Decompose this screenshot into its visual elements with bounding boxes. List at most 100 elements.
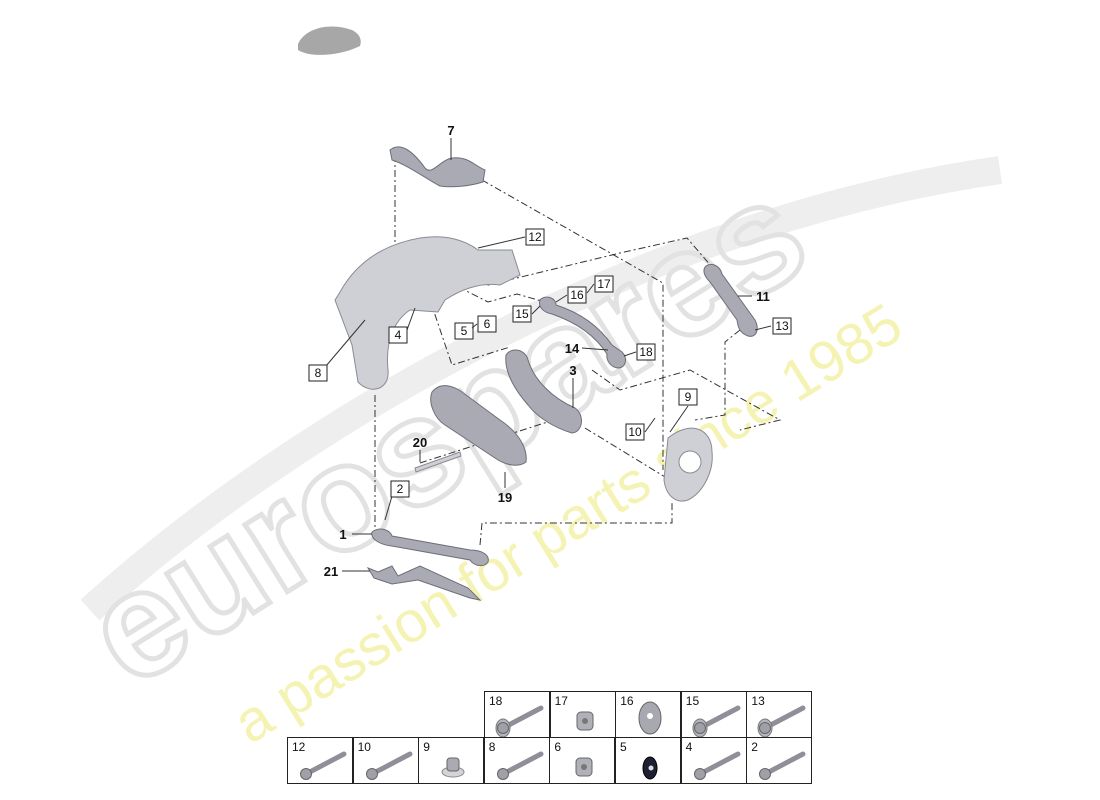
parts-table-cell-17: 17 — [549, 691, 616, 738]
callout-2: 2 — [397, 482, 404, 496]
bolt-with-washer-icon — [757, 705, 806, 738]
callout-19: 19 — [498, 490, 512, 505]
parts-table-cell-18: 18 — [484, 691, 550, 738]
callout-20: 20 — [413, 435, 427, 450]
leader-line — [419, 417, 561, 464]
black-washer-icon — [642, 756, 658, 780]
parts-table-cell-9: 9 — [418, 737, 485, 784]
part-number: 12 — [292, 740, 306, 754]
bolt-20 — [414, 451, 462, 473]
control-arm-11 — [703, 263, 758, 337]
callout-15: 15 — [515, 307, 529, 321]
leader-line — [429, 299, 511, 366]
leader-line — [479, 500, 673, 546]
bolt-icon — [365, 751, 413, 780]
hub-bore — [678, 450, 702, 474]
callout-box — [625, 423, 645, 441]
parts-table-cell-5: 5 — [615, 737, 681, 784]
part-number: 8 — [488, 740, 496, 754]
callout-8: 8 — [315, 366, 322, 380]
parts-table-cell-6: 6 — [549, 737, 616, 784]
part-number: 13 — [751, 694, 765, 708]
nut-icon — [576, 711, 594, 731]
lower-control-arm-1 — [371, 528, 489, 567]
parts-table-cell-15: 15 — [680, 691, 747, 738]
callout-3: 3 — [569, 363, 576, 378]
callout-box — [678, 388, 698, 406]
leader-line — [555, 294, 568, 303]
part-number: 6 — [554, 740, 562, 754]
parts-table-cell-12: 12 — [287, 737, 353, 784]
part-number: 16 — [620, 694, 634, 708]
callout-box — [308, 364, 328, 382]
cover-19 — [430, 385, 527, 466]
leader-line — [586, 283, 595, 294]
flange-nut-icon — [441, 757, 465, 778]
callout-box — [525, 228, 545, 246]
callout-6: 6 — [484, 317, 491, 331]
callout-7: 7 — [447, 123, 454, 138]
callout-box — [477, 315, 497, 333]
callout-box — [390, 480, 410, 498]
parts-table-cell-2: 2 — [746, 737, 813, 784]
part-number: 4 — [685, 740, 693, 754]
callout-14: 14 — [565, 341, 580, 356]
car-silhouette-icon — [298, 26, 361, 55]
callout-box — [388, 326, 408, 344]
callout-box — [636, 343, 656, 361]
callout-13: 13 — [775, 319, 789, 333]
leader-line — [591, 369, 782, 431]
callout-4: 4 — [395, 328, 402, 342]
callout-16: 16 — [570, 288, 584, 302]
callout-11: 11 — [756, 289, 770, 304]
leader-line — [481, 179, 664, 470]
parts-table-cell-13: 13 — [746, 691, 813, 738]
callout-18: 18 — [639, 345, 653, 359]
part-number: 18 — [489, 694, 503, 708]
leader-line — [477, 236, 526, 249]
callout-5: 5 — [461, 324, 468, 338]
callout-10: 10 — [628, 425, 642, 439]
subframe-axle-carrier — [334, 236, 521, 390]
trailing-link-3 — [505, 349, 582, 434]
parts-table-cell-10: 10 — [352, 737, 419, 784]
leader-line — [384, 495, 393, 521]
part-number: 2 — [751, 740, 758, 754]
leader-line — [669, 405, 689, 433]
part-number: 10 — [357, 740, 371, 754]
part-number: 17 — [554, 694, 568, 708]
leader-line — [444, 279, 546, 303]
leader-line — [406, 307, 416, 331]
leader-line — [754, 325, 772, 331]
leader-line — [623, 351, 637, 357]
leader-line — [694, 329, 741, 421]
callout-box — [454, 322, 474, 340]
part-number: 15 — [685, 694, 700, 708]
bolt-icon — [693, 751, 741, 780]
parts-table-cell-8: 8 — [483, 737, 550, 784]
callout-box — [772, 317, 792, 335]
callout-box — [512, 305, 532, 323]
leader-line — [644, 417, 656, 433]
callout-1: 1 — [339, 527, 346, 542]
part-number: 5 — [620, 740, 627, 754]
callout-21: 21 — [324, 564, 338, 579]
parts-table-cell-4: 4 — [680, 737, 747, 784]
bolt-icon — [759, 751, 806, 780]
part-number: 9 — [423, 740, 430, 754]
leader-line — [581, 347, 609, 351]
bolt-with-washer-icon — [692, 705, 741, 738]
callout-box — [594, 275, 614, 293]
parts-table-cell-16: 16 — [615, 691, 682, 738]
nut-icon — [575, 757, 593, 777]
leader-line — [471, 323, 478, 329]
washer-icon — [638, 701, 662, 735]
callout-12: 12 — [528, 230, 542, 244]
callout-17: 17 — [597, 277, 611, 291]
bracket-21 — [366, 565, 482, 601]
upper-control-arm-7 — [389, 146, 486, 188]
leader-line — [531, 305, 541, 315]
callout-box — [567, 286, 587, 304]
bolt-icon — [300, 751, 347, 780]
